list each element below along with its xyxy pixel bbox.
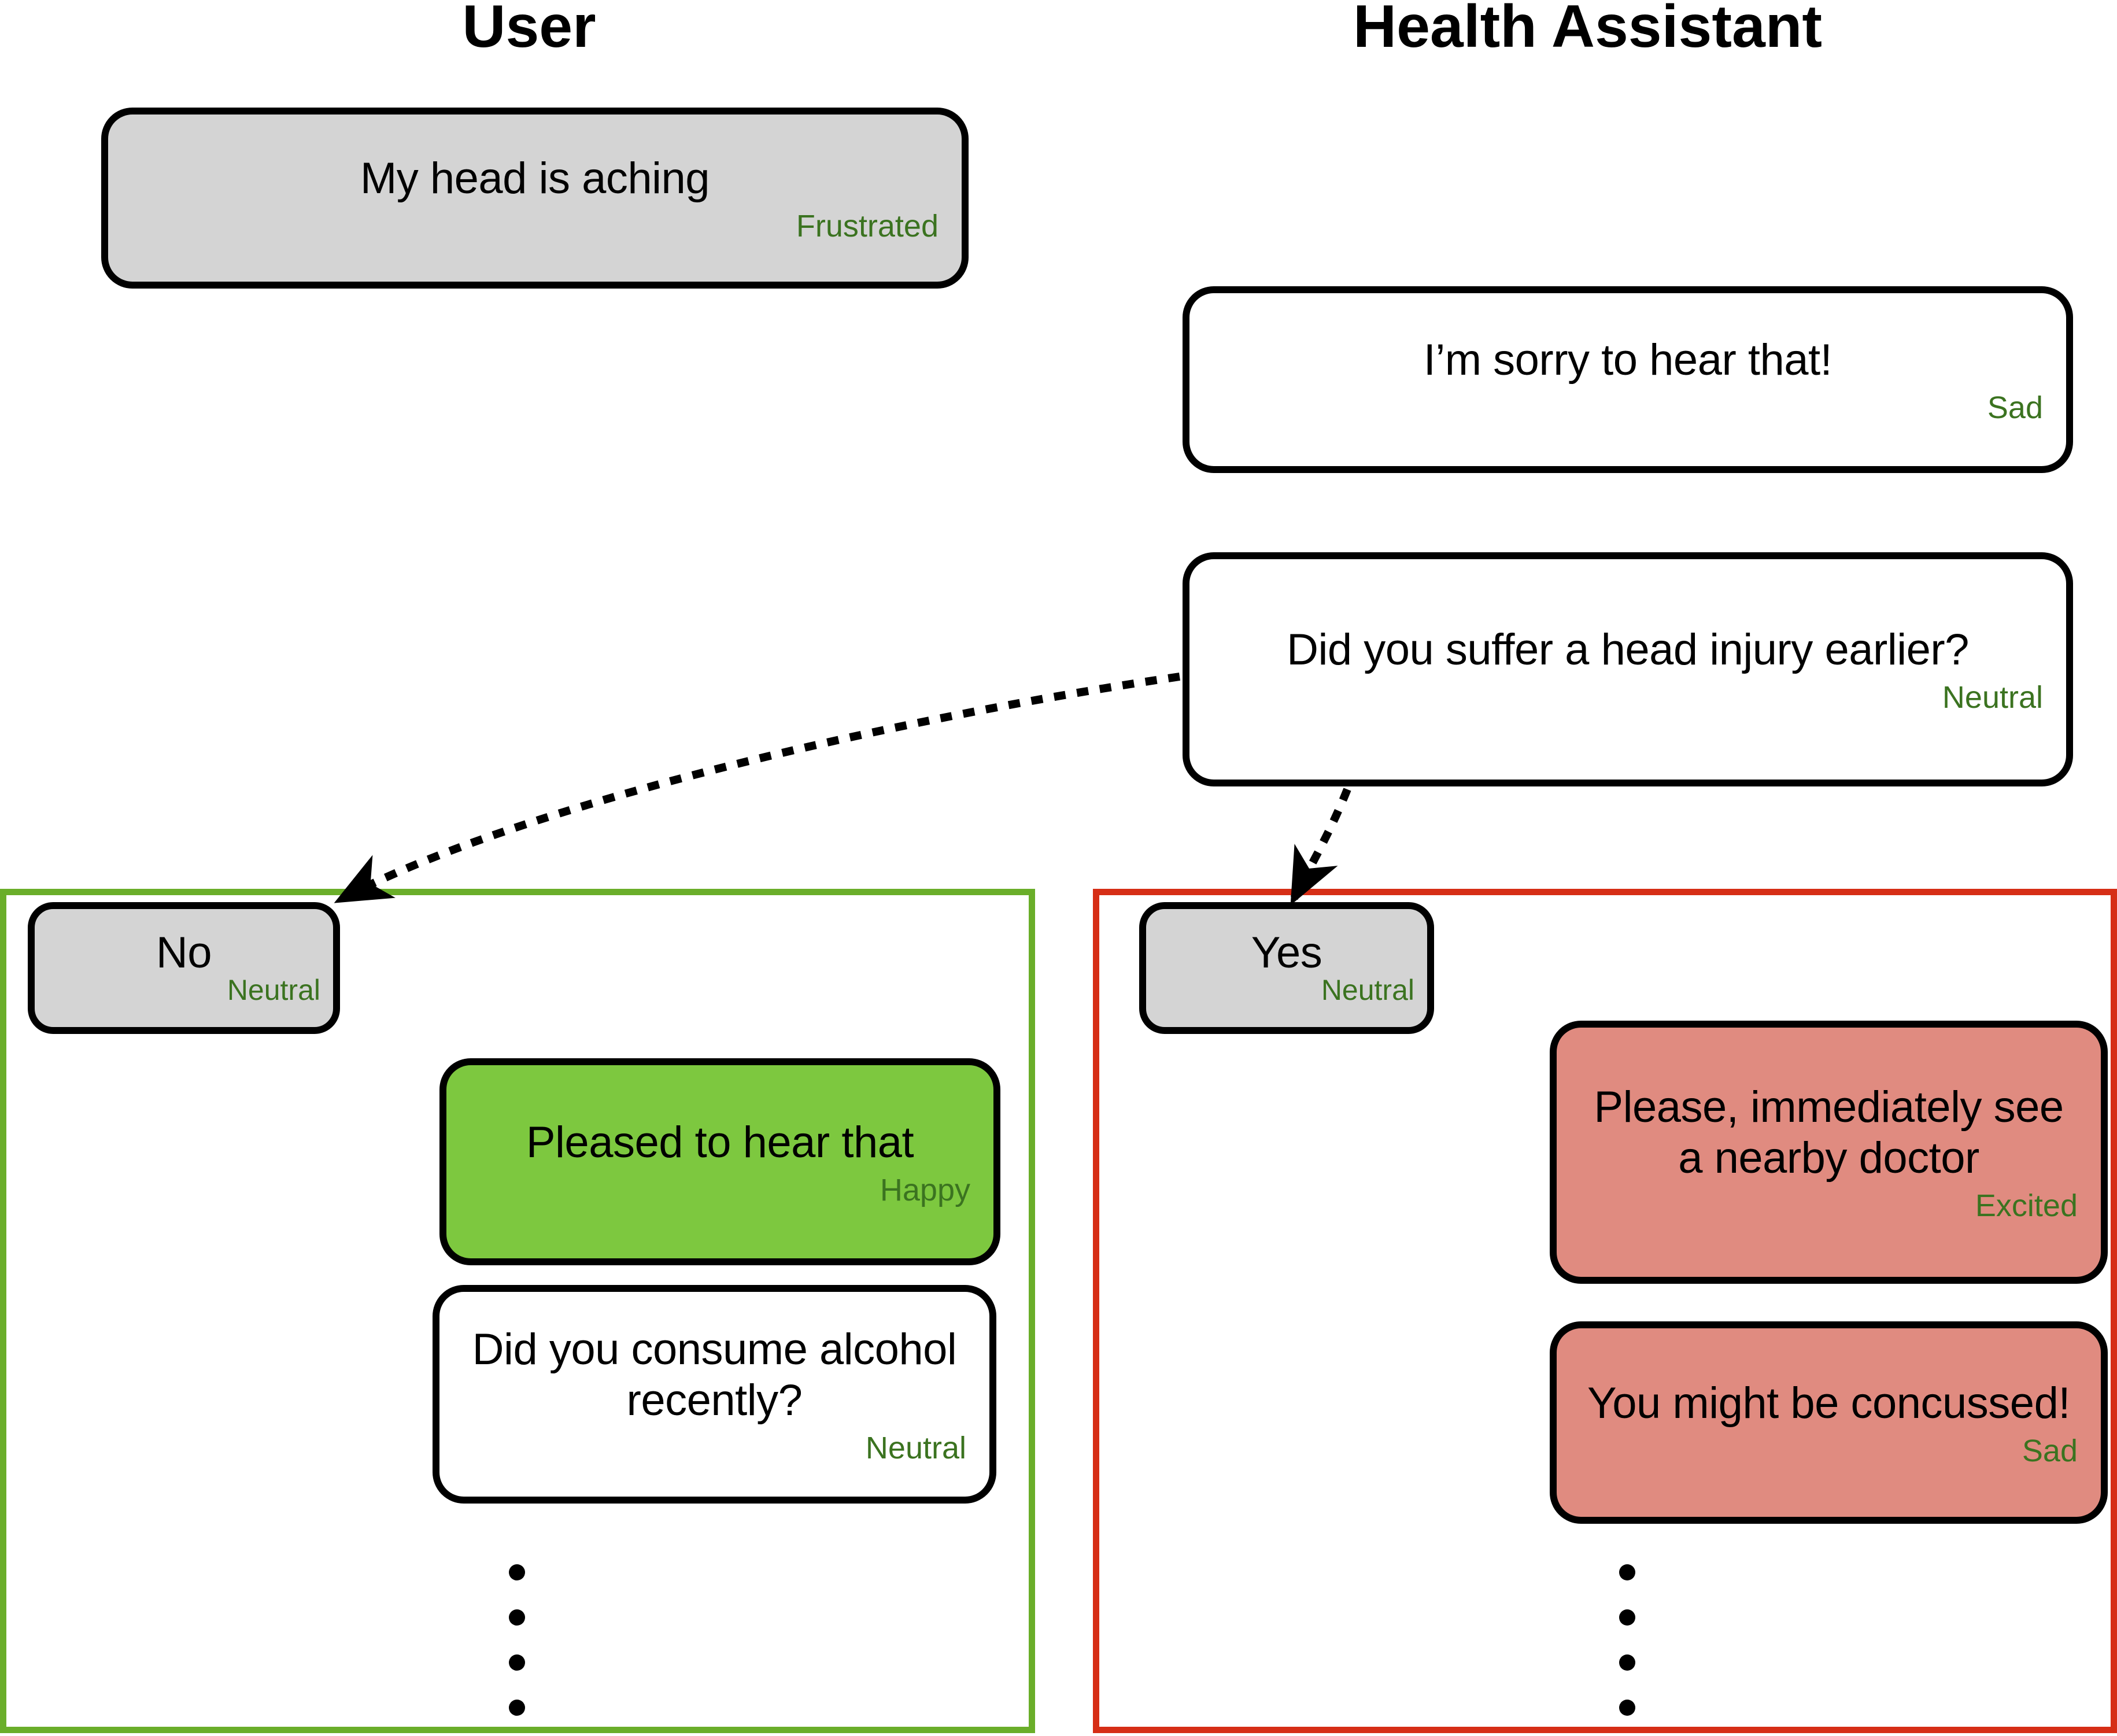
emotion-label: Neutral <box>865 1430 966 1465</box>
message-bubble-no[interactable]: No Neutral <box>28 902 340 1034</box>
message-bubble-did-you-consume-alcohol[interactable]: Did you consume alcohol recently? Neutra… <box>433 1285 996 1504</box>
message-text: Did you suffer a head injury earlier? <box>1287 625 1969 675</box>
message-bubble-pleased-to-hear-that[interactable]: Pleased to hear that Happy <box>439 1058 1000 1265</box>
ellipsis-dot <box>1619 1700 1635 1716</box>
message-text: My head is aching <box>360 154 710 204</box>
message-bubble-did-you-suffer-a-head-injury[interactable]: Did you suffer a head injury earlier? Ne… <box>1183 552 2073 786</box>
ellipsis-dot <box>509 1609 525 1626</box>
message-bubble-my-head-is-aching[interactable]: My head is aching Frustrated <box>101 108 969 289</box>
emotion-label: Neutral <box>1321 973 1414 1006</box>
branch-arrow-no <box>334 673 1181 903</box>
message-bubble-you-might-be-concussed[interactable]: You might be concussed! Sad <box>1550 1321 2108 1524</box>
ellipsis-dot <box>509 1654 525 1671</box>
branch-container-yes <box>1093 889 2117 1733</box>
emotion-label: Sad <box>1987 390 2043 426</box>
conversation-continues-ellipsis-no-branch <box>509 1564 525 1716</box>
message-text: I’m sorry to hear that! <box>1423 335 1832 385</box>
message-text: Please, immediately see a nearby doctor <box>1594 1083 2064 1183</box>
emotion-label: Sad <box>2022 1433 2078 1468</box>
column-title-user: User <box>462 0 596 60</box>
message-text: No <box>156 928 212 977</box>
ellipsis-dot <box>1619 1564 1635 1580</box>
emotion-label: Excited <box>1975 1188 2078 1224</box>
emotion-label: Neutral <box>1942 680 2043 715</box>
column-title-health-assistant: Health Assistant <box>1353 0 1823 60</box>
conversation-continues-ellipsis-yes-branch <box>1619 1564 1635 1716</box>
message-bubble-see-a-nearby-doctor[interactable]: Please, immediately see a nearby doctor … <box>1550 1021 2108 1284</box>
emotion-label: Happy <box>880 1172 970 1207</box>
message-bubble-im-sorry-to-hear-that[interactable]: I’m sorry to hear that! Sad <box>1183 286 2073 473</box>
message-text: Did you consume alcohol recently? <box>472 1324 957 1425</box>
ellipsis-dot <box>1619 1654 1635 1671</box>
ellipsis-dot <box>509 1700 525 1716</box>
message-text: You might be concussed! <box>1587 1378 2070 1428</box>
message-text: Pleased to hear that <box>526 1117 914 1167</box>
emotion-label: Neutral <box>227 973 320 1006</box>
emotion-label: Frustrated <box>796 209 939 244</box>
ellipsis-dot <box>1619 1609 1635 1626</box>
message-text: Yes <box>1251 928 1322 977</box>
branch-arrow-yes <box>1290 788 1351 906</box>
message-bubble-yes[interactable]: Yes Neutral <box>1139 902 1434 1034</box>
ellipsis-dot <box>509 1564 525 1580</box>
